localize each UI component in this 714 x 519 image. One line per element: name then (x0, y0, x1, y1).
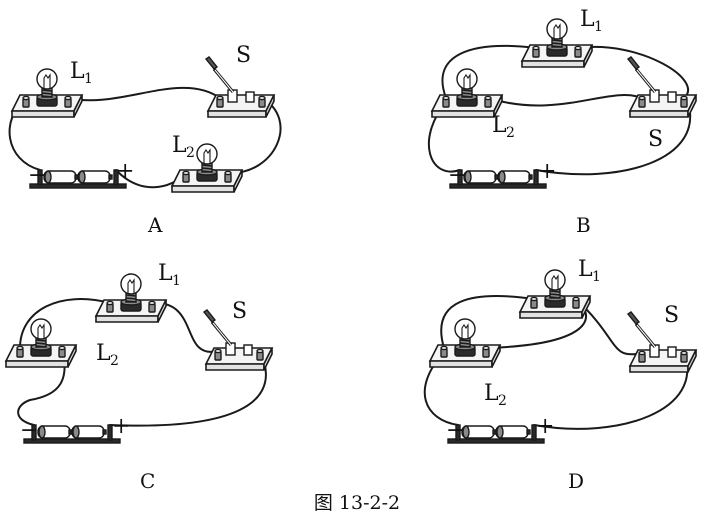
figure-caption: 图 13-2-2 (314, 492, 400, 514)
C-battery-positive-label: + (112, 414, 130, 439)
A-lamp2-subscript: 2 (186, 145, 195, 161)
panel-C-letter: C (140, 469, 155, 493)
A-switch-label: S (236, 43, 251, 68)
B-switch (626, 56, 698, 118)
A-battery-negative-label: − (28, 163, 46, 188)
A-wire-switch-l2 (227, 97, 282, 175)
C-wire-l2-battery (17, 347, 66, 426)
D-L2-lamp (428, 318, 502, 368)
C-lamp2-subscript: 2 (110, 353, 119, 369)
B-wire-l1-switch (577, 45, 689, 99)
B-lamp2-label: L (492, 113, 507, 138)
D-wire-l1-l2-left (440, 295, 535, 349)
D-lamp2-subscript: 2 (498, 393, 507, 409)
D-switch-label: S (664, 303, 679, 328)
C-switch-label: S (232, 299, 247, 324)
B-battery (449, 169, 547, 189)
A-battery (29, 169, 127, 189)
B-switch-label: S (648, 127, 663, 152)
D-wire-battery-switch (533, 352, 689, 430)
C-lamp1-subscript: 1 (172, 273, 181, 289)
D-switch (626, 311, 698, 373)
A-L2-lamp (170, 143, 244, 193)
C-switch (202, 309, 274, 371)
C-battery-negative-label: − (20, 418, 38, 443)
component-layer (4, 18, 698, 444)
D-battery-positive-label: + (536, 414, 554, 439)
B-battery-positive-label: + (538, 159, 556, 184)
wire-layer (8, 44, 692, 430)
D-wire-l1-switch (575, 298, 643, 356)
A-battery-positive-label: + (116, 159, 134, 184)
panel-B-letter: B (576, 213, 591, 237)
C-L2-lamp (4, 318, 78, 368)
B-wire-battery-switch (535, 101, 692, 176)
D-battery (447, 424, 545, 444)
A-lamp2-label: L (172, 133, 187, 158)
C-wire-battery-switch (109, 350, 267, 427)
D-lamp2-label: L (484, 381, 499, 406)
panel-D-letter: D (568, 469, 584, 493)
D-lamp1-subscript: 1 (592, 269, 601, 285)
C-battery (23, 424, 121, 444)
B-lamp1-label: L (580, 7, 595, 32)
A-lamp1-label: L (70, 59, 85, 84)
B-L2-lamp (430, 68, 504, 118)
D-battery-negative-label: − (446, 418, 464, 443)
C-lamp2-label: L (96, 341, 111, 366)
B-wire-switch-l2 (487, 94, 643, 107)
B-lamp2-subscript: 2 (506, 125, 515, 141)
A-wire-l1-switch (67, 86, 221, 102)
B-battery-negative-label: − (448, 163, 466, 188)
B-L1-lamp (520, 18, 594, 68)
panel-A-letter: A (147, 213, 163, 237)
A-switch (204, 56, 276, 118)
D-lamp1-label: L (578, 257, 593, 282)
A-lamp1-subscript: 1 (84, 71, 93, 87)
C-wire-l1-l2 (19, 298, 111, 349)
C-L1-lamp (94, 273, 168, 323)
D-L1-lamp (518, 269, 592, 319)
C-lamp1-label: L (158, 261, 173, 286)
A-L1-lamp (10, 68, 84, 118)
B-lamp1-subscript: 1 (594, 19, 603, 35)
B-wire-l2-l1 (441, 44, 537, 99)
